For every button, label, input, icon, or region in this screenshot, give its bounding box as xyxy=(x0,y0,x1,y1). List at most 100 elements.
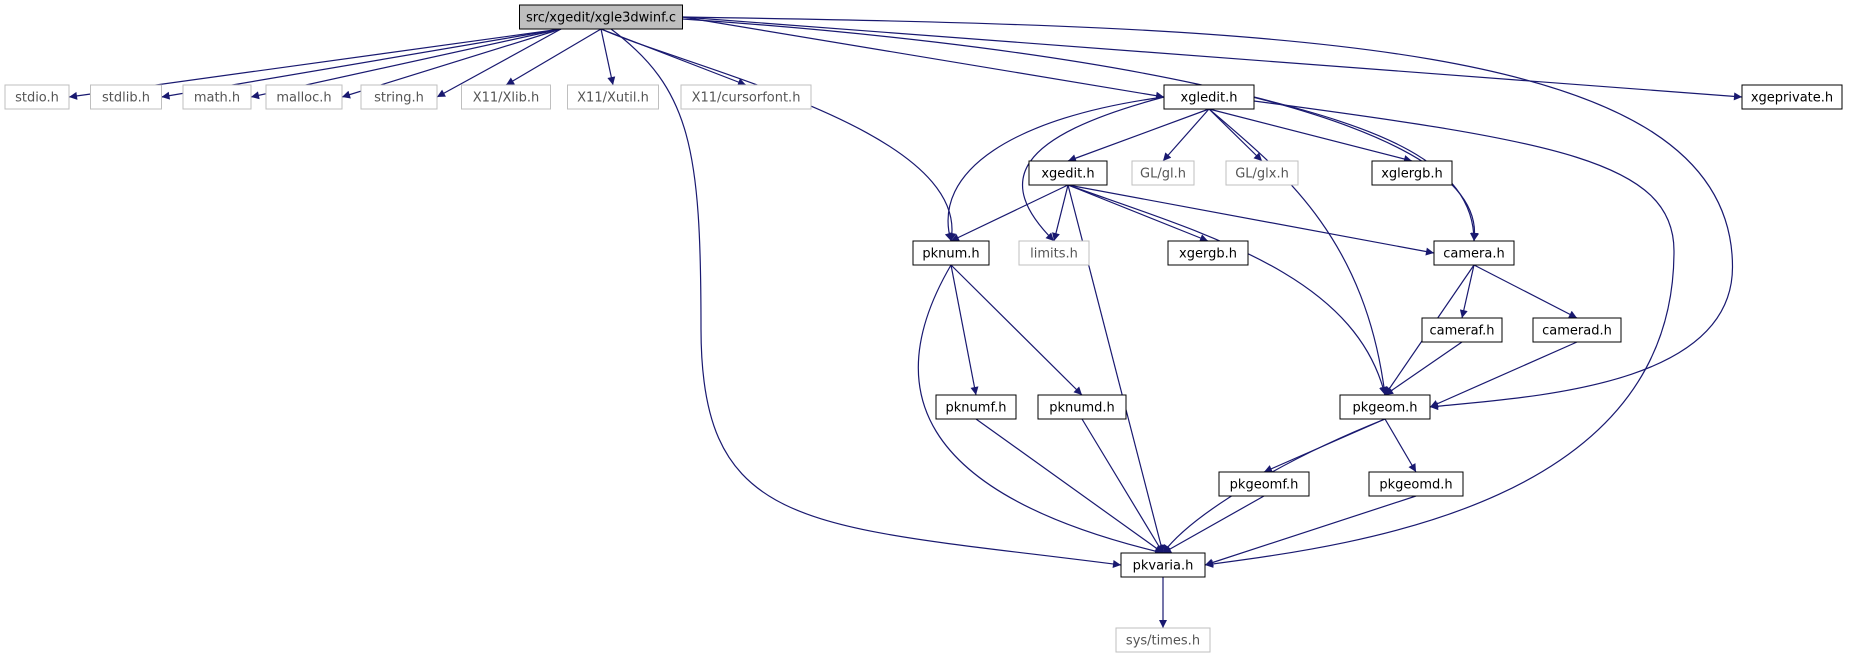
node-label: pknumd.h xyxy=(1049,401,1115,416)
edge-xgledit-to-xgedit xyxy=(1067,108,1210,162)
node-xutil: X11/Xutil.h xyxy=(567,84,659,110)
node-box xyxy=(1167,240,1249,266)
node-box xyxy=(265,84,343,110)
edge-xgedit-to-pknum xyxy=(950,184,1069,242)
node-label: pkvaria.h xyxy=(1133,559,1194,574)
node-box xyxy=(680,84,812,110)
edge-xgledit-to-xglergb xyxy=(1208,108,1413,163)
node-box xyxy=(461,84,551,110)
node-label: pkgeomd.h xyxy=(1379,478,1452,493)
edge-camerad-to-pkgeom xyxy=(1429,341,1578,408)
node-pkgeom[interactable]: pkgeom.h xyxy=(1339,394,1431,420)
node-label: xgedit.h xyxy=(1041,167,1094,182)
node-label: sys/times.h xyxy=(1126,634,1200,649)
node-box xyxy=(519,4,683,30)
node-label: X11/Xutil.h xyxy=(577,91,649,106)
edge-pkgeom-to-pkgeomd xyxy=(1384,418,1417,473)
node-label: X11/cursorfont.h xyxy=(692,91,801,106)
node-label: src/xgedit/xgle3dwinf.c xyxy=(526,11,676,26)
node-pknumd[interactable]: pknumd.h xyxy=(1037,394,1127,420)
edge-root-to-xutil xyxy=(600,28,616,86)
edge-cameraf-to-pkgeom xyxy=(1384,341,1463,396)
node-xgergb[interactable]: xgergb.h xyxy=(1167,240,1249,266)
node-box xyxy=(1371,160,1453,186)
node-box xyxy=(1225,160,1299,186)
edge-root-to-xgeprivate xyxy=(682,16,1743,101)
edge-xgledit-to-camera xyxy=(1253,96,1478,242)
node-label: pknum.h xyxy=(922,247,979,262)
node-stdio: stdio.h xyxy=(4,84,70,110)
node-label: camera.h xyxy=(1443,247,1504,262)
node-box xyxy=(4,84,70,110)
node-malloc: malloc.h xyxy=(265,84,343,110)
edge-root-to-camera xyxy=(682,18,1480,242)
node-label: pknumf.h xyxy=(946,401,1007,416)
node-box xyxy=(1339,394,1431,420)
edge-pknum-to-pknumd xyxy=(950,264,1083,396)
node-box xyxy=(1115,627,1211,653)
node-xgeprivate[interactable]: xgeprivate.h xyxy=(1741,84,1843,110)
node-xlib: X11/Xlib.h xyxy=(461,84,551,110)
edge-xgledit-to-glh xyxy=(1162,108,1210,162)
nodes-layer: src/xgedit/xgle3dwinf.c stdio.h stdlib.h ma… xyxy=(4,4,1843,653)
node-label: string.h xyxy=(374,91,424,106)
node-limits: limits.h xyxy=(1018,240,1090,266)
edge-xgledit-to-pkgeom xyxy=(1208,108,1388,396)
edge-pknum-to-pknumf xyxy=(950,264,979,396)
node-label: xgeprivate.h xyxy=(1751,91,1833,106)
node-camera[interactable]: camera.h xyxy=(1433,240,1515,266)
node-cameraf[interactable]: cameraf.h xyxy=(1421,317,1503,343)
edge-root-to-xgledit xyxy=(682,16,1165,100)
edge-xgledit-to-glx xyxy=(1208,108,1263,162)
node-label: xglergb.h xyxy=(1381,167,1443,182)
edge-pkgeomf-to-pkvaria xyxy=(1162,495,1265,554)
node-label: pkgeomf.h xyxy=(1230,478,1299,493)
node-box xyxy=(1018,240,1090,266)
node-label: X11/Xlib.h xyxy=(473,91,540,106)
node-box xyxy=(1218,471,1310,497)
node-xglergb[interactable]: xglergb.h xyxy=(1371,160,1453,186)
node-box xyxy=(1433,240,1515,266)
node-pkgeomd[interactable]: pkgeomd.h xyxy=(1368,471,1464,497)
node-box xyxy=(1532,317,1622,343)
node-box xyxy=(360,84,438,110)
edge-camera-to-cameraf xyxy=(1459,264,1475,319)
node-label: stdlib.h xyxy=(102,91,150,106)
node-label: GL/glx.h xyxy=(1235,167,1289,182)
node-camerad[interactable]: camerad.h xyxy=(1532,317,1622,343)
node-pkgeomf[interactable]: pkgeomf.h xyxy=(1218,471,1310,497)
edge-root-to-xlib xyxy=(505,28,602,86)
edge-camera-to-camerad xyxy=(1473,264,1578,319)
edge-xgedit-to-pkvaria xyxy=(1067,184,1165,554)
edge-root-to-string xyxy=(436,28,562,98)
node-box xyxy=(1028,160,1108,186)
node-label: malloc.h xyxy=(276,91,331,106)
node-pknumf[interactable]: pknumf.h xyxy=(935,394,1017,420)
node-label: cameraf.h xyxy=(1429,324,1494,339)
node-pknum[interactable]: pknum.h xyxy=(912,240,990,266)
node-root[interactable]: src/xgedit/xgle3dwinf.c xyxy=(519,4,683,30)
node-string: string.h xyxy=(360,84,438,110)
node-box xyxy=(182,84,252,110)
edge-pknumf-to-pkvaria xyxy=(975,418,1164,554)
node-box xyxy=(1421,317,1503,343)
edges-layer xyxy=(68,16,1743,628)
node-stdlib: stdlib.h xyxy=(90,84,162,110)
edge-root-to-pkvaria xyxy=(610,28,1122,568)
node-box xyxy=(1368,471,1464,497)
node-box xyxy=(912,240,990,266)
edge-xgedit-to-camera xyxy=(1067,184,1435,256)
node-box xyxy=(1120,552,1206,578)
edge-xgledit-to-pknum xyxy=(944,96,1165,242)
node-glx: GL/glx.h xyxy=(1225,160,1299,186)
node-systimes: sys/times.h xyxy=(1115,627,1211,653)
node-xgedit[interactable]: xgedit.h xyxy=(1028,160,1108,186)
node-box xyxy=(1163,84,1255,110)
node-xgledit[interactable]: xgledit.h xyxy=(1163,84,1255,110)
node-pkvaria[interactable]: pkvaria.h xyxy=(1120,552,1206,578)
node-box xyxy=(567,84,659,110)
node-label: xgledit.h xyxy=(1181,91,1238,106)
node-label: math.h xyxy=(194,91,240,106)
edge-xgedit-to-xgergb xyxy=(1067,184,1209,242)
